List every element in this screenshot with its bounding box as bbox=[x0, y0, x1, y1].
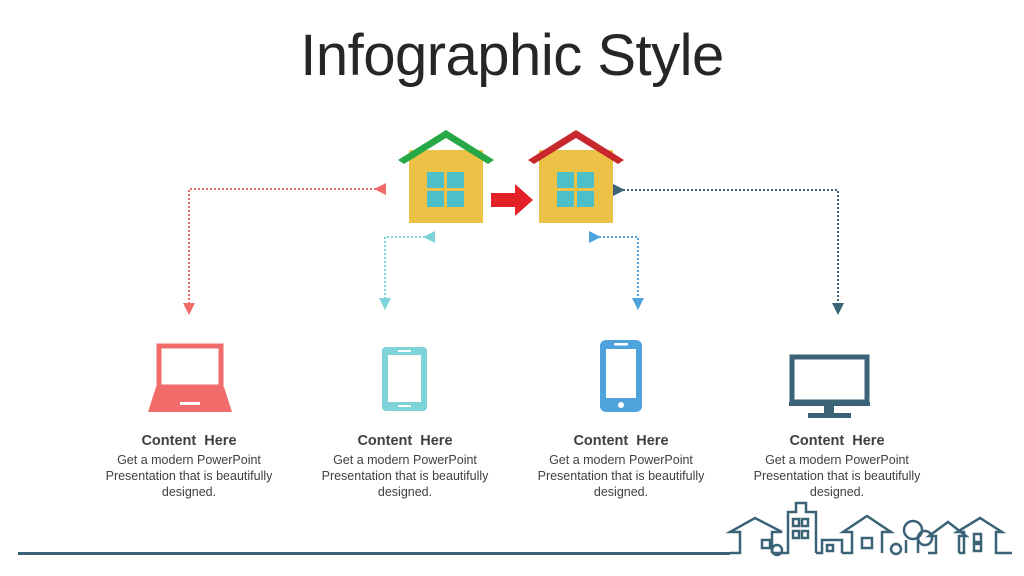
monitor-connector bbox=[613, 184, 844, 315]
content-block-phone: Content Here Get a modern PowerPoint Pre… bbox=[516, 432, 726, 500]
new-house-icon bbox=[528, 130, 624, 223]
content-heading: Content Here bbox=[573, 433, 669, 449]
laptop-icon bbox=[148, 343, 232, 412]
content-block-laptop: Content Here Get a modern PowerPoint Pre… bbox=[84, 432, 294, 500]
content-block-monitor: Content Here Get a modern PowerPoint Pre… bbox=[732, 432, 942, 500]
smartphone-icon bbox=[600, 340, 642, 412]
tablet-connector bbox=[379, 231, 435, 310]
page-title: Infographic Style bbox=[300, 23, 724, 88]
content-description: Get a modern PowerPoint Presentation tha… bbox=[321, 453, 489, 499]
footer-baseline bbox=[18, 552, 730, 555]
city-skyline-decoration bbox=[725, 501, 1012, 557]
transfer-arrow-icon bbox=[491, 184, 533, 216]
content-block-tablet: Content Here Get a modern PowerPoint Pre… bbox=[300, 432, 510, 500]
laptop-connector bbox=[183, 183, 386, 315]
content-description: Get a modern PowerPoint Presentation tha… bbox=[537, 453, 705, 499]
content-heading: Content Here bbox=[789, 433, 885, 449]
old-house-icon bbox=[398, 130, 494, 223]
content-heading: Content Here bbox=[141, 433, 237, 449]
phone-connector bbox=[589, 231, 644, 310]
tablet-icon bbox=[382, 347, 427, 411]
content-heading: Content Here bbox=[357, 433, 453, 449]
monitor-icon bbox=[789, 354, 870, 418]
content-description: Get a modern PowerPoint Presentation tha… bbox=[105, 453, 273, 499]
content-description: Get a modern PowerPoint Presentation tha… bbox=[753, 453, 921, 499]
